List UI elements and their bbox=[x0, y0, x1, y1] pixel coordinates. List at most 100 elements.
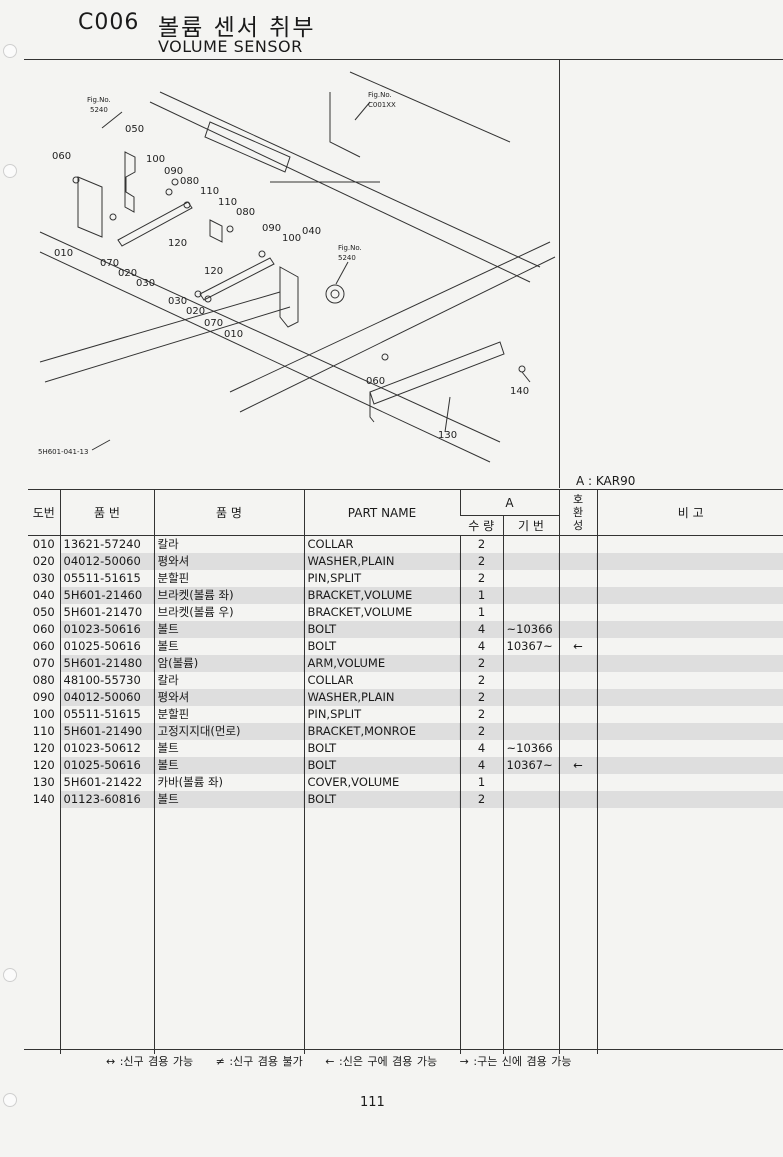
col-header-serial: 기 번 bbox=[502, 515, 559, 536]
cell-interchange bbox=[558, 791, 597, 808]
cell-remarks bbox=[596, 604, 783, 621]
empty-cell bbox=[459, 808, 503, 1054]
cell-part-name: ARM,VOLUME bbox=[303, 655, 460, 672]
cell-no: 120 bbox=[32, 758, 55, 772]
cell-qty: 2 bbox=[459, 535, 503, 553]
diagram-label: 070 bbox=[204, 318, 223, 329]
diagram-label: Fig.No. bbox=[338, 244, 362, 252]
section-code: C006 bbox=[78, 10, 140, 35]
parts-table: 도번 품 번 품 명 PART NAME A 호 환 성 비 고 수 량 기 번… bbox=[28, 489, 783, 1054]
cell-part-no: 04012-50060 bbox=[59, 553, 154, 570]
cell-no: 020 bbox=[32, 554, 55, 568]
cell-no: 010 bbox=[32, 537, 55, 551]
cell-remarks bbox=[596, 706, 783, 723]
cell-interchange bbox=[558, 604, 597, 621]
diagram-label: 080 bbox=[236, 207, 255, 218]
cell-remarks bbox=[596, 740, 783, 757]
diagram-label: 010 bbox=[224, 329, 243, 340]
cell-interchange bbox=[558, 535, 597, 553]
legend-item: ← :신은 구에 겸용 가능 bbox=[325, 1055, 438, 1068]
footer-rule bbox=[24, 1049, 783, 1050]
cell-interchange bbox=[558, 672, 597, 689]
cell-name-ko: 칼라 bbox=[153, 672, 304, 689]
cell-interchange bbox=[558, 706, 597, 723]
interchange-legend: ↔ :신구 겸용 가능 ≠ :신구 겸용 불가 ← :신은 구에 겸용 가능 →… bbox=[106, 1053, 590, 1069]
diagram-label: 110 bbox=[218, 197, 237, 208]
cell-part-name: PIN,SPLIT bbox=[303, 570, 460, 587]
page-title-korean: 볼륨 센서 취부 bbox=[158, 15, 316, 41]
cell-qty: 1 bbox=[459, 604, 503, 621]
col-header-name-ko: 품 명 bbox=[153, 489, 304, 536]
diagram-label: 120 bbox=[168, 238, 187, 249]
cell-interchange bbox=[558, 570, 597, 587]
cell-part-name: WASHER,PLAIN bbox=[303, 689, 460, 706]
cell-no: 060 bbox=[32, 622, 55, 636]
cell-name-ko: 암(볼륨) bbox=[153, 655, 304, 672]
cell-part-name: BOLT bbox=[303, 791, 460, 808]
cell-interchange bbox=[558, 655, 597, 672]
cell-part-name: BRACKET,VOLUME bbox=[303, 587, 460, 604]
col-header-remarks: 비 고 bbox=[596, 489, 783, 536]
empty-cell bbox=[28, 808, 60, 1054]
cell-serial bbox=[502, 587, 559, 604]
cell-interchange: ← bbox=[558, 638, 597, 655]
cell-name-ko: 카바(볼륨 좌) bbox=[153, 774, 304, 791]
cell-part-no: 04012-50060 bbox=[59, 689, 154, 706]
diagram-label: 020 bbox=[186, 306, 205, 317]
diagram-label: 040 bbox=[302, 226, 321, 237]
diagram-label: 030 bbox=[168, 296, 187, 307]
col-header-part-no: 품 번 bbox=[59, 489, 154, 536]
cell-name-ko: 평와셔 bbox=[153, 689, 304, 706]
col-header-no: 도번 bbox=[32, 506, 55, 520]
cell-name-ko: 볼트 bbox=[153, 757, 304, 774]
diagram-label: 070 bbox=[100, 258, 119, 269]
cell-qty: 2 bbox=[459, 723, 503, 740]
cell-interchange bbox=[558, 553, 597, 570]
cell-interchange bbox=[558, 621, 597, 638]
cell-interchange bbox=[558, 740, 597, 757]
cell-qty: 2 bbox=[459, 655, 503, 672]
col-header-group-a: A bbox=[459, 489, 559, 516]
cell-part-name: PIN,SPLIT bbox=[303, 706, 460, 723]
diagram-label: Fig.No. bbox=[87, 96, 111, 104]
cell-qty: 2 bbox=[459, 791, 503, 808]
diagram-label: Fig.No. bbox=[368, 91, 392, 99]
cell-qty: 4 bbox=[459, 621, 503, 638]
cell-part-name: BRACKET,VOLUME bbox=[303, 604, 460, 621]
cell-interchange bbox=[558, 774, 597, 791]
diagram-label: 110 bbox=[200, 186, 219, 197]
cell-part-no: 5H601-21422 bbox=[59, 774, 154, 791]
cell-name-ko: 고정지지대(먼로) bbox=[153, 723, 304, 740]
page-number: 111 bbox=[360, 1095, 385, 1110]
drawing-number: 5H601-041-13 bbox=[38, 448, 88, 456]
cell-part-no: 5H601-21480 bbox=[59, 655, 154, 672]
diagram-label: 050 bbox=[125, 124, 144, 135]
cell-part-no: 01025-50616 bbox=[59, 757, 154, 774]
diagram-label: 130 bbox=[438, 430, 457, 441]
diagram-label: 030 bbox=[136, 278, 155, 289]
cell-no: 110 bbox=[32, 724, 55, 738]
diagram-label: C001XX bbox=[368, 101, 396, 109]
diagram-label: 010 bbox=[54, 248, 73, 259]
cell-name-ko: 평와셔 bbox=[153, 553, 304, 570]
cell-no: 030 bbox=[32, 571, 55, 585]
cell-qty: 4 bbox=[459, 740, 503, 757]
diagram-label: 5240 bbox=[90, 106, 108, 114]
binder-hole bbox=[3, 968, 17, 982]
cell-name-ko: 분할핀 bbox=[153, 706, 304, 723]
cell-part-no: 13621-57240 bbox=[59, 535, 154, 553]
cell-part-name: COLLAR bbox=[303, 535, 460, 553]
diagram-label: 120 bbox=[204, 266, 223, 277]
cell-serial: 10367~ bbox=[502, 757, 559, 774]
